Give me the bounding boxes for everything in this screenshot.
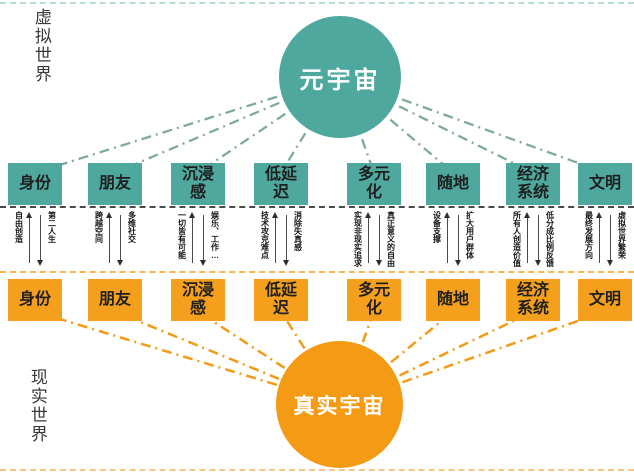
- up-arrow-icon: [365, 212, 373, 266]
- virtual-box-5: 多元化: [347, 163, 401, 205]
- real-box-label: 多元化: [357, 282, 390, 317]
- real-universe-circle-label: 真实宇宙: [293, 393, 386, 418]
- top-boundary-line: [0, 2, 634, 4]
- real-box-1: 身份: [8, 279, 62, 321]
- virtual-box-label: 朋友: [98, 175, 131, 193]
- virtual-box-4: 低延迟: [254, 163, 308, 205]
- down-arrow-icon: [283, 212, 291, 266]
- real-world-label: 现实世界: [27, 368, 47, 444]
- down-arrow-icon: [376, 212, 384, 266]
- real-box-label: 低延迟: [264, 282, 297, 317]
- down-arrow-icon: [535, 212, 543, 266]
- virtual-box-label: 沉浸感: [181, 166, 214, 201]
- flow-down-label: 第二人生: [47, 211, 56, 243]
- real-box-label: 身份: [18, 291, 51, 309]
- flow-column-2: 跨越空间 多维社交: [81, 210, 149, 268]
- up-arrow-icon: [106, 212, 114, 266]
- real-universe-circle: 真实宇宙: [276, 341, 403, 468]
- real-box-3: 沉浸感: [171, 279, 225, 321]
- flow-down-label: 虚拟世界繁荣: [617, 211, 626, 259]
- virtual-world-label: 虚拟世界: [31, 8, 51, 84]
- virtual-box-2: 朋友: [88, 163, 142, 205]
- flow-down-label: 低分成比例反馈: [545, 211, 554, 267]
- real-box-2: 朋友: [88, 279, 142, 321]
- up-arrow-icon: [189, 212, 197, 266]
- virtual-box-label: 经济系统: [516, 166, 549, 201]
- flow-up-label: 跨越空间: [94, 211, 103, 243]
- up-arrow-icon: [444, 212, 452, 266]
- real-box-label: 朋友: [98, 291, 131, 309]
- real-box-label: 经济系统: [516, 282, 549, 317]
- flow-up-label: 一切皆有可能: [177, 211, 186, 259]
- real-box-7: 经济系统: [506, 279, 560, 321]
- flow-down-label: 扩大用户群体: [465, 211, 474, 259]
- flow-column-7: 所有人创造价值 低分成比例反馈: [499, 210, 567, 268]
- down-arrow-icon: [200, 212, 208, 266]
- flow-up-label: 实现非现实追求: [353, 211, 362, 267]
- virtual-box-7: 经济系统: [506, 163, 560, 205]
- real-box-label: 随地: [436, 291, 469, 309]
- down-arrow-icon: [455, 212, 463, 266]
- real-box-label: 沉浸感: [181, 282, 214, 317]
- flow-column-4: 技术攻克难点 消除失真感: [247, 210, 315, 268]
- down-arrow-icon: [607, 212, 615, 266]
- flow-down-label: 多维社交: [127, 211, 136, 243]
- flow-column-6: 设备支撑 扩大用户群体: [419, 210, 487, 268]
- metaverse-circle-label: 元宇宙: [299, 67, 381, 94]
- virtual-box-label: 文明: [588, 175, 621, 193]
- virtual-box-6: 随地: [426, 163, 480, 205]
- real-box-4: 低延迟: [254, 279, 308, 321]
- bottom-boundary-line: [0, 469, 634, 471]
- flow-down-label: 真正意义的自由: [386, 211, 395, 267]
- metaverse-circle: 元宇宙: [279, 16, 401, 138]
- real-box-6: 随地: [426, 279, 480, 321]
- real-box-label: 文明: [588, 291, 621, 309]
- flow-down-label: 娱乐、工作…: [210, 211, 219, 260]
- virtual-box-label: 低延迟: [264, 166, 297, 201]
- real-boundary-line: [0, 271, 634, 273]
- flow-column-3: 一切皆有可能 娱乐、工作…: [164, 210, 232, 268]
- down-arrow-icon: [37, 212, 45, 266]
- flow-column-5: 实现非现实追求 真正意义的自由: [340, 210, 408, 268]
- real-box-8: 文明: [578, 279, 632, 321]
- flow-column-1: 自由创造 第二人生: [1, 210, 69, 268]
- down-arrow-icon: [117, 212, 125, 266]
- virtual-box-8: 文明: [578, 163, 632, 205]
- real-box-5: 多元化: [347, 279, 401, 321]
- up-arrow-icon: [26, 212, 34, 266]
- up-arrow-icon: [524, 212, 532, 266]
- up-arrow-icon: [272, 212, 280, 266]
- up-arrow-icon: [596, 212, 604, 266]
- virtual-box-1: 身份: [8, 163, 62, 205]
- virtual-box-label: 身份: [18, 175, 51, 193]
- virtual-box-3: 沉浸感: [171, 163, 225, 205]
- virtual-boundary-line: [0, 206, 634, 208]
- flow-down-label: 消除失真感: [293, 211, 302, 251]
- flow-up-label: 最终发展方向: [584, 211, 593, 259]
- flow-up-label: 自由创造: [14, 211, 23, 243]
- flow-up-label: 技术攻克难点: [260, 211, 269, 259]
- flow-up-label: 设备支撑: [432, 211, 441, 243]
- flow-up-label: 所有人创造价值: [512, 211, 521, 267]
- flow-column-8: 最终发展方向 虚拟世界繁荣: [571, 210, 634, 268]
- virtual-box-label: 随地: [436, 175, 469, 193]
- virtual-box-label: 多元化: [357, 166, 390, 201]
